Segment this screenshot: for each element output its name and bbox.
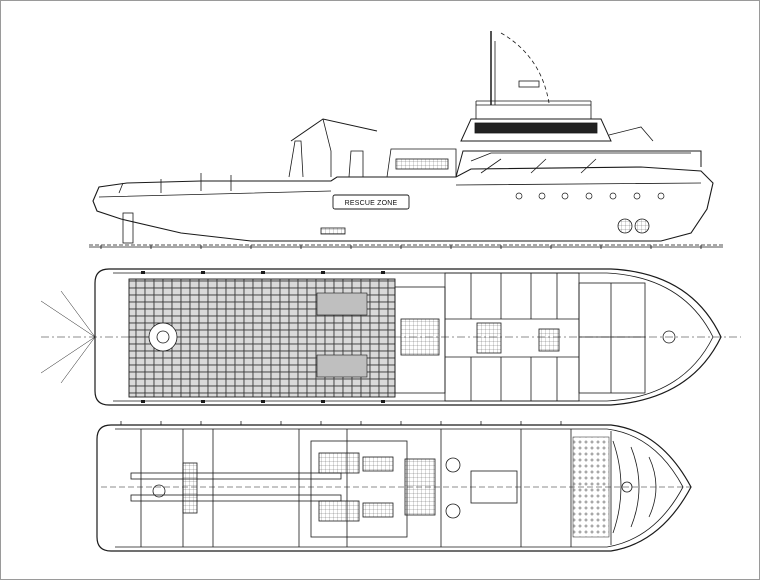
tow-lines xyxy=(40,290,96,384)
deck-outline xyxy=(94,268,722,406)
frame-ticks xyxy=(100,245,702,249)
cabin-partitions xyxy=(445,273,579,401)
bridge xyxy=(460,118,612,142)
fore-tanks xyxy=(572,436,610,538)
hatch-2 xyxy=(316,354,368,378)
crane-pedestal-1 xyxy=(288,140,304,178)
main-deck-plan xyxy=(40,268,741,406)
store-rooms xyxy=(578,282,646,394)
starboard-shaft xyxy=(130,494,342,502)
winch-drums xyxy=(400,318,440,356)
gearbox-stbd xyxy=(362,502,394,518)
deck-fittings xyxy=(118,173,232,194)
store-partitions xyxy=(579,283,645,393)
generators xyxy=(404,458,436,516)
bridge-windows xyxy=(474,122,598,134)
bollards xyxy=(141,271,385,403)
bridge-rail xyxy=(476,100,591,106)
port-shaft xyxy=(130,472,342,480)
mess xyxy=(538,328,560,352)
gearbox-port xyxy=(362,456,394,472)
stern-roller-core xyxy=(156,330,170,344)
bulwark-line xyxy=(98,182,702,198)
radar-antenna xyxy=(518,80,540,88)
main-engine-port xyxy=(318,452,360,474)
rescue-zone-label: RESCUE ZONE xyxy=(345,200,398,207)
main-engine-stbd xyxy=(318,500,360,522)
keel-block xyxy=(320,227,346,235)
galley xyxy=(476,322,502,354)
bow-thruster-1 xyxy=(617,218,633,234)
bridge-top xyxy=(475,101,592,119)
aft-house-windows xyxy=(395,158,449,170)
bow-thruster-2 xyxy=(634,218,650,234)
hull-plan-outline xyxy=(96,424,692,552)
propeller xyxy=(122,212,134,244)
crane-wire-1 xyxy=(322,118,332,177)
profile-view: RESCUE ZONE xyxy=(89,31,723,249)
shaft-brackets xyxy=(182,462,198,514)
hatch-1 xyxy=(316,292,368,316)
frame-divisions xyxy=(140,429,612,547)
fore-mast xyxy=(608,126,654,142)
house-windows xyxy=(470,152,691,174)
bow-thruster-plan xyxy=(621,481,633,493)
crane-boom-1 xyxy=(290,118,378,142)
pump-2 xyxy=(445,503,461,519)
stern-tube xyxy=(152,484,166,498)
aux-machinery xyxy=(470,470,518,504)
aft-house xyxy=(386,148,457,178)
pump-1 xyxy=(445,457,461,473)
bow-frames xyxy=(612,440,657,534)
tank-top-plan xyxy=(96,421,692,552)
windlass xyxy=(662,330,676,344)
plan-frame-ticks xyxy=(120,421,562,425)
stern-roller xyxy=(148,322,178,352)
hull-portholes xyxy=(515,192,665,200)
rescue-zone-box xyxy=(332,194,410,210)
radar-sweep-arc xyxy=(500,32,550,104)
crane-pedestal-2 xyxy=(348,150,364,178)
forecastle-house xyxy=(455,150,702,178)
